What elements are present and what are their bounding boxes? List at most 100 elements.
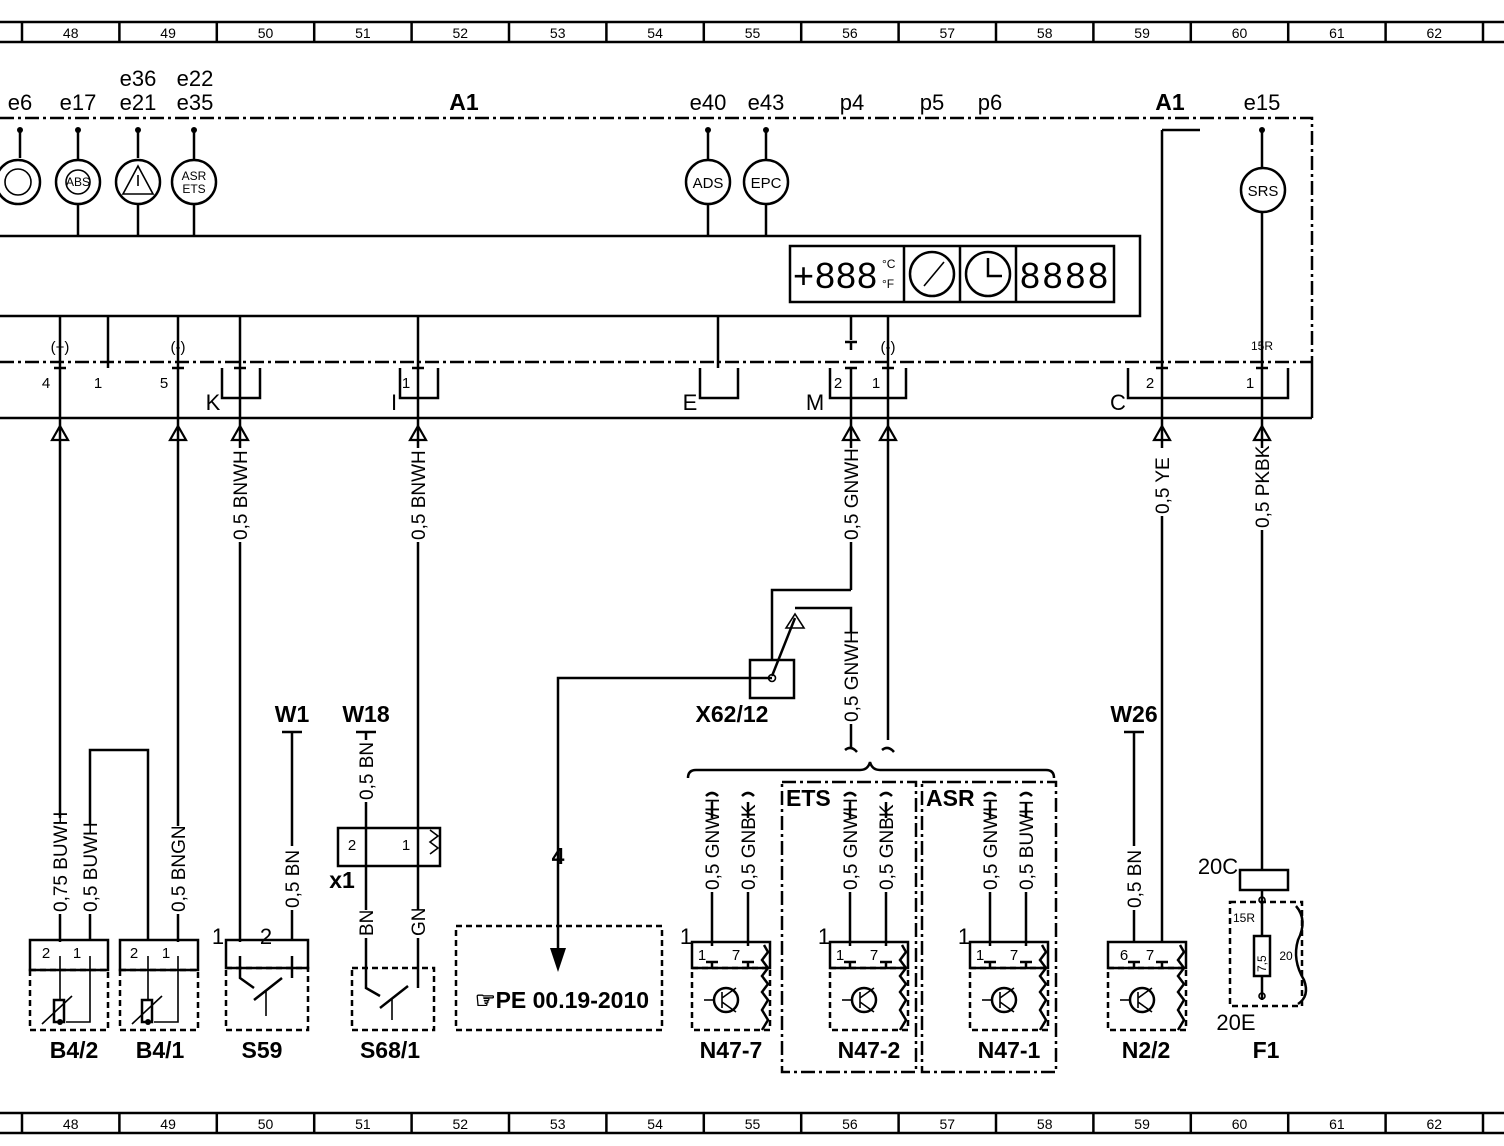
svg-text:2: 2	[1146, 375, 1154, 392]
wire-label-w18: 0,5 BN	[357, 742, 378, 800]
grid-column-label: 49	[160, 25, 176, 41]
grid-column-label: 62	[1427, 1116, 1443, 1132]
grid-column-label: 52	[453, 25, 469, 41]
page-reference[interactable]: 4 ☞PE 00.19-2010	[454, 843, 664, 1032]
svg-text:°F: °F	[882, 277, 894, 291]
svg-text:2: 2	[130, 945, 138, 962]
s59-label: S59	[242, 1037, 283, 1063]
grid-column-label: 59	[1134, 25, 1150, 41]
svg-text:1: 1	[958, 924, 970, 949]
svg-text:E: E	[683, 390, 698, 415]
svg-text:7: 7	[732, 947, 740, 964]
wire-label-c: 0,5 YE	[1153, 457, 1174, 514]
lamp-ref-e6: e6	[8, 90, 32, 115]
svg-text:K: K	[206, 390, 221, 415]
lamp-ref-e43: e43	[748, 90, 785, 115]
grid-column-label: 60	[1232, 25, 1248, 41]
grid-column-label: 56	[842, 1116, 858, 1132]
svg-text:M: M	[806, 390, 824, 415]
grid-column-label: 48	[63, 25, 79, 41]
svg-text:1: 1	[73, 945, 81, 962]
s68-1-label: S68/1	[360, 1037, 420, 1063]
svg-text:20C: 20C	[1198, 854, 1238, 879]
ads-lamp-icon: ADS	[684, 158, 732, 206]
conn-minus-2: (-)	[881, 339, 896, 356]
a1-label-right: A1	[1155, 89, 1185, 115]
svg-text:1: 1	[1246, 375, 1254, 392]
srs-lamp-icon: SRS	[1239, 166, 1287, 214]
a1-label: A1	[449, 89, 479, 115]
svg-text:ETS: ETS	[182, 182, 205, 196]
b4-1-label: B4/1	[136, 1037, 185, 1063]
w26-ground-label: W26	[1110, 701, 1157, 727]
lamp-ref-e22: e22	[177, 66, 214, 91]
svg-text:7: 7	[870, 947, 878, 964]
grid-column-label: 50	[258, 25, 274, 41]
grid-column-label: 60	[1232, 1116, 1248, 1132]
svg-text:2: 2	[834, 375, 842, 392]
wire-label-15r: 0,5 PKBK	[1253, 445, 1274, 528]
w1-ground-label: W1	[275, 701, 310, 727]
n47-2-label: N47-2	[838, 1037, 901, 1063]
grid-column-label: 53	[550, 25, 566, 41]
wire-label-n22: 0,5 BN	[1125, 850, 1146, 908]
x62-12-connector	[550, 588, 853, 972]
svg-text:1: 1	[976, 947, 984, 964]
n47-7-sensor: 1 7 1	[680, 924, 772, 1032]
grid-strip-top	[0, 20, 1504, 44]
wire-label-m: 0,5 GNWH	[842, 448, 863, 540]
svg-text:I: I	[391, 390, 397, 415]
svg-text:1: 1	[680, 924, 692, 949]
grid-column-label: 57	[940, 1116, 956, 1132]
wire-arrows	[50, 424, 1272, 442]
s59-switch	[224, 938, 310, 1032]
wire-label-m2: 0,5 GNWH	[842, 630, 863, 722]
svg-text:1: 1	[162, 945, 170, 962]
grid-column-label: 58	[1037, 25, 1053, 41]
svg-text:ADS: ADS	[693, 175, 724, 192]
svg-text:SRS: SRS	[1248, 183, 1279, 200]
f1-fuse	[1228, 868, 1308, 1008]
svg-text:C: C	[1110, 390, 1126, 415]
grid-column-label: 51	[355, 25, 371, 41]
svg-text:15R: 15R	[1233, 911, 1255, 925]
grid-column-label: 55	[745, 1116, 761, 1132]
svg-text:1: 1	[212, 924, 224, 949]
f1-label: F1	[1253, 1037, 1280, 1063]
svg-text:7: 7	[1010, 947, 1018, 964]
n47-1-sensor: 1 7 1	[958, 924, 1050, 1032]
svg-text:2: 2	[42, 945, 50, 962]
lamp-ref-e15: e15	[1244, 90, 1281, 115]
asr-ets-lamp-icon: ASR ETS	[170, 158, 218, 206]
x62-12-label: X62/12	[696, 701, 769, 727]
grid-column-label: 54	[647, 1116, 663, 1132]
svg-text:ASR: ASR	[182, 169, 207, 183]
temp-display: +888	[793, 255, 877, 296]
svg-text:0,5 BUWH: 0,5 BUWH	[1017, 800, 1038, 890]
lamp-ref-e17: e17	[60, 90, 97, 115]
reference-text: ☞PE 00.19-2010	[475, 987, 649, 1013]
digit-display: 8888	[1020, 255, 1108, 296]
conn-minus: (-)	[171, 339, 186, 356]
svg-text:7: 7	[1146, 947, 1154, 964]
s68-1-switch	[336, 826, 442, 1032]
n47-1-label: N47-1	[978, 1037, 1041, 1063]
grid-column-label: 51	[355, 1116, 371, 1132]
grid-column-label: 61	[1329, 25, 1345, 41]
grid-column-label: 50	[258, 1116, 274, 1132]
svg-text:2: 2	[260, 924, 272, 949]
svg-text:6: 6	[1120, 947, 1128, 964]
svg-text:1: 1	[698, 947, 706, 964]
cluster-display: +888 °C °F 8888	[788, 244, 1116, 304]
svg-text:7,5: 7,5	[1255, 955, 1269, 972]
lamp-ref-e36: e36	[120, 66, 157, 91]
instrument-cluster-a1	[0, 116, 1314, 420]
svg-text:1: 1	[872, 375, 880, 392]
svg-text:1: 1	[402, 837, 410, 854]
svg-text:0,5 GNWH: 0,5 GNWH	[841, 798, 862, 890]
svg-text:EPC: EPC	[751, 175, 782, 192]
grid-column-label: 55	[745, 25, 761, 41]
grid-column-label: 52	[453, 1116, 469, 1132]
